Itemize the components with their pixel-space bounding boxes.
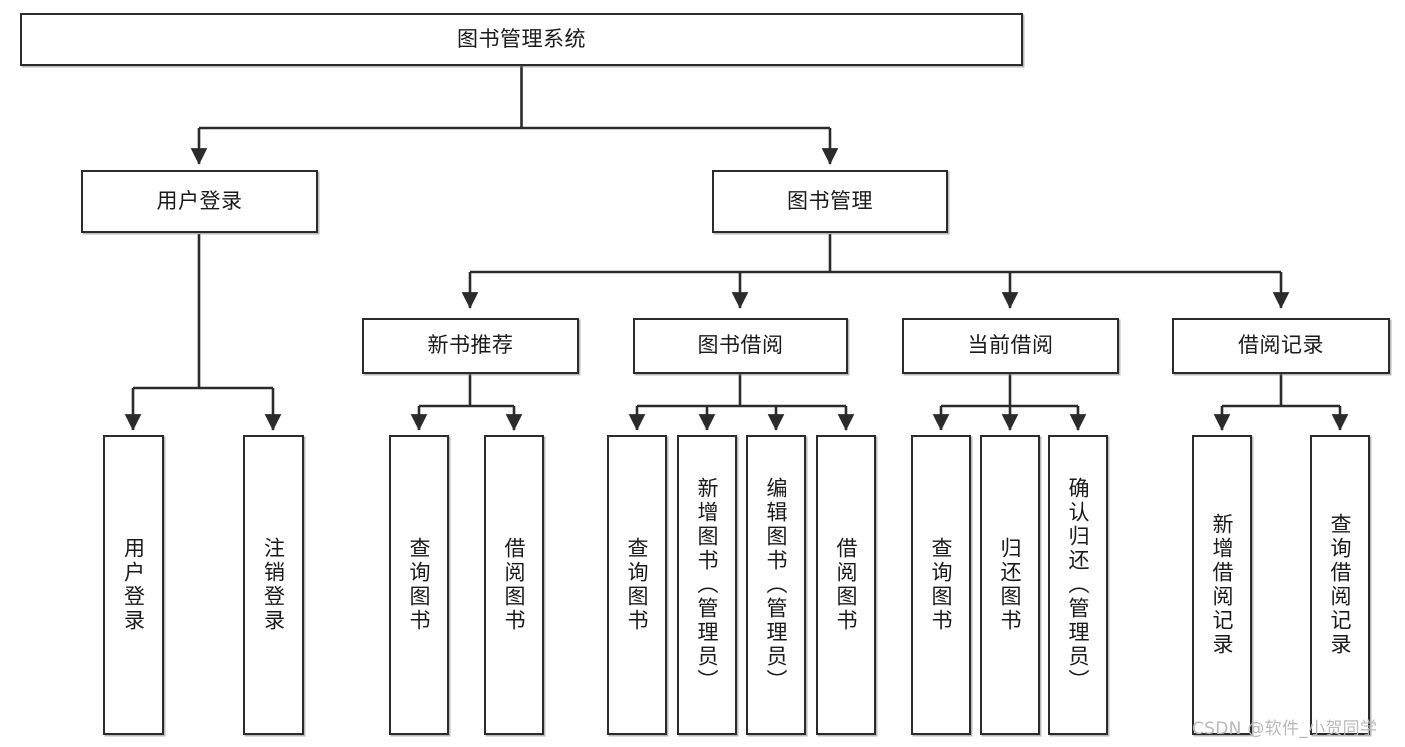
leaf-user-login-login-label: 用户登录: [121, 537, 146, 633]
leaf-book-borrow-add-book-admin[interactable]: 新增图书（管理员）: [677, 435, 737, 735]
node-borrow-record[interactable]: 借阅记录: [1172, 318, 1390, 374]
leaf-user-login-login[interactable]: 用户登录: [103, 435, 164, 735]
leaf-borrow-record-query-record-label: 查询借阅记录: [1328, 513, 1353, 657]
leaf-book-borrow-edit-book-admin[interactable]: 编辑图书（管理员）: [746, 435, 806, 735]
node-new-book-recommend-label: 新书推荐: [427, 333, 514, 358]
leaf-book-borrow-borrow-book-label: 借阅图书: [834, 537, 859, 633]
leaf-book-borrow-query-book[interactable]: 查询图书: [607, 435, 667, 735]
node-root-book-management-system[interactable]: 图书管理系统: [20, 13, 1023, 66]
leaf-current-borrow-return-book[interactable]: 归还图书: [980, 435, 1040, 735]
node-book-management[interactable]: 图书管理: [712, 170, 948, 233]
leaf-new-book-borrow-book-label: 借阅图书: [502, 537, 527, 633]
leaf-new-book-query-book-label: 查询图书: [407, 537, 432, 633]
leaf-current-borrow-confirm-return-admin[interactable]: 确认归还（管理员）: [1048, 435, 1108, 735]
leaf-book-borrow-add-book-admin-label: 新增图书（管理员）: [695, 477, 720, 693]
leaf-new-book-borrow-book[interactable]: 借阅图书: [484, 435, 544, 735]
node-book-management-label: 图书管理: [787, 188, 873, 213]
leaf-borrow-record-add-record-label: 新增借阅记录: [1210, 513, 1235, 657]
node-book-borrow-label: 图书借阅: [697, 333, 784, 358]
leaf-new-book-query-book[interactable]: 查询图书: [389, 435, 449, 735]
leaf-current-borrow-query-book-label: 查询图书: [929, 537, 954, 633]
leaf-current-borrow-confirm-return-admin-label: 确认归还（管理员）: [1066, 477, 1091, 693]
node-borrow-record-label: 借阅记录: [1238, 333, 1324, 358]
node-book-borrow[interactable]: 图书借阅: [633, 318, 848, 374]
leaf-user-login-logout[interactable]: 注销登录: [243, 435, 304, 735]
leaf-book-borrow-edit-book-admin-label: 编辑图书（管理员）: [764, 477, 789, 693]
leaf-user-login-logout-label: 注销登录: [261, 537, 286, 633]
node-user-login[interactable]: 用户登录: [81, 170, 318, 233]
node-current-borrow[interactable]: 当前借阅: [902, 318, 1119, 374]
leaf-borrow-record-add-record[interactable]: 新增借阅记录: [1192, 435, 1252, 735]
csdn-watermark: CSDN @软件_小贺同学: [1192, 719, 1378, 739]
node-current-borrow-label: 当前借阅: [967, 333, 1054, 358]
node-new-book-recommend[interactable]: 新书推荐: [362, 318, 579, 374]
leaf-borrow-record-query-record[interactable]: 查询借阅记录: [1310, 435, 1370, 735]
leaf-book-borrow-query-book-label: 查询图书: [625, 537, 650, 633]
leaf-current-borrow-return-book-label: 归还图书: [998, 537, 1023, 633]
node-user-login-label: 用户登录: [156, 188, 243, 213]
leaf-book-borrow-borrow-book[interactable]: 借阅图书: [816, 435, 876, 735]
leaf-current-borrow-query-book[interactable]: 查询图书: [911, 435, 971, 735]
node-root-label: 图书管理系统: [457, 26, 586, 51]
